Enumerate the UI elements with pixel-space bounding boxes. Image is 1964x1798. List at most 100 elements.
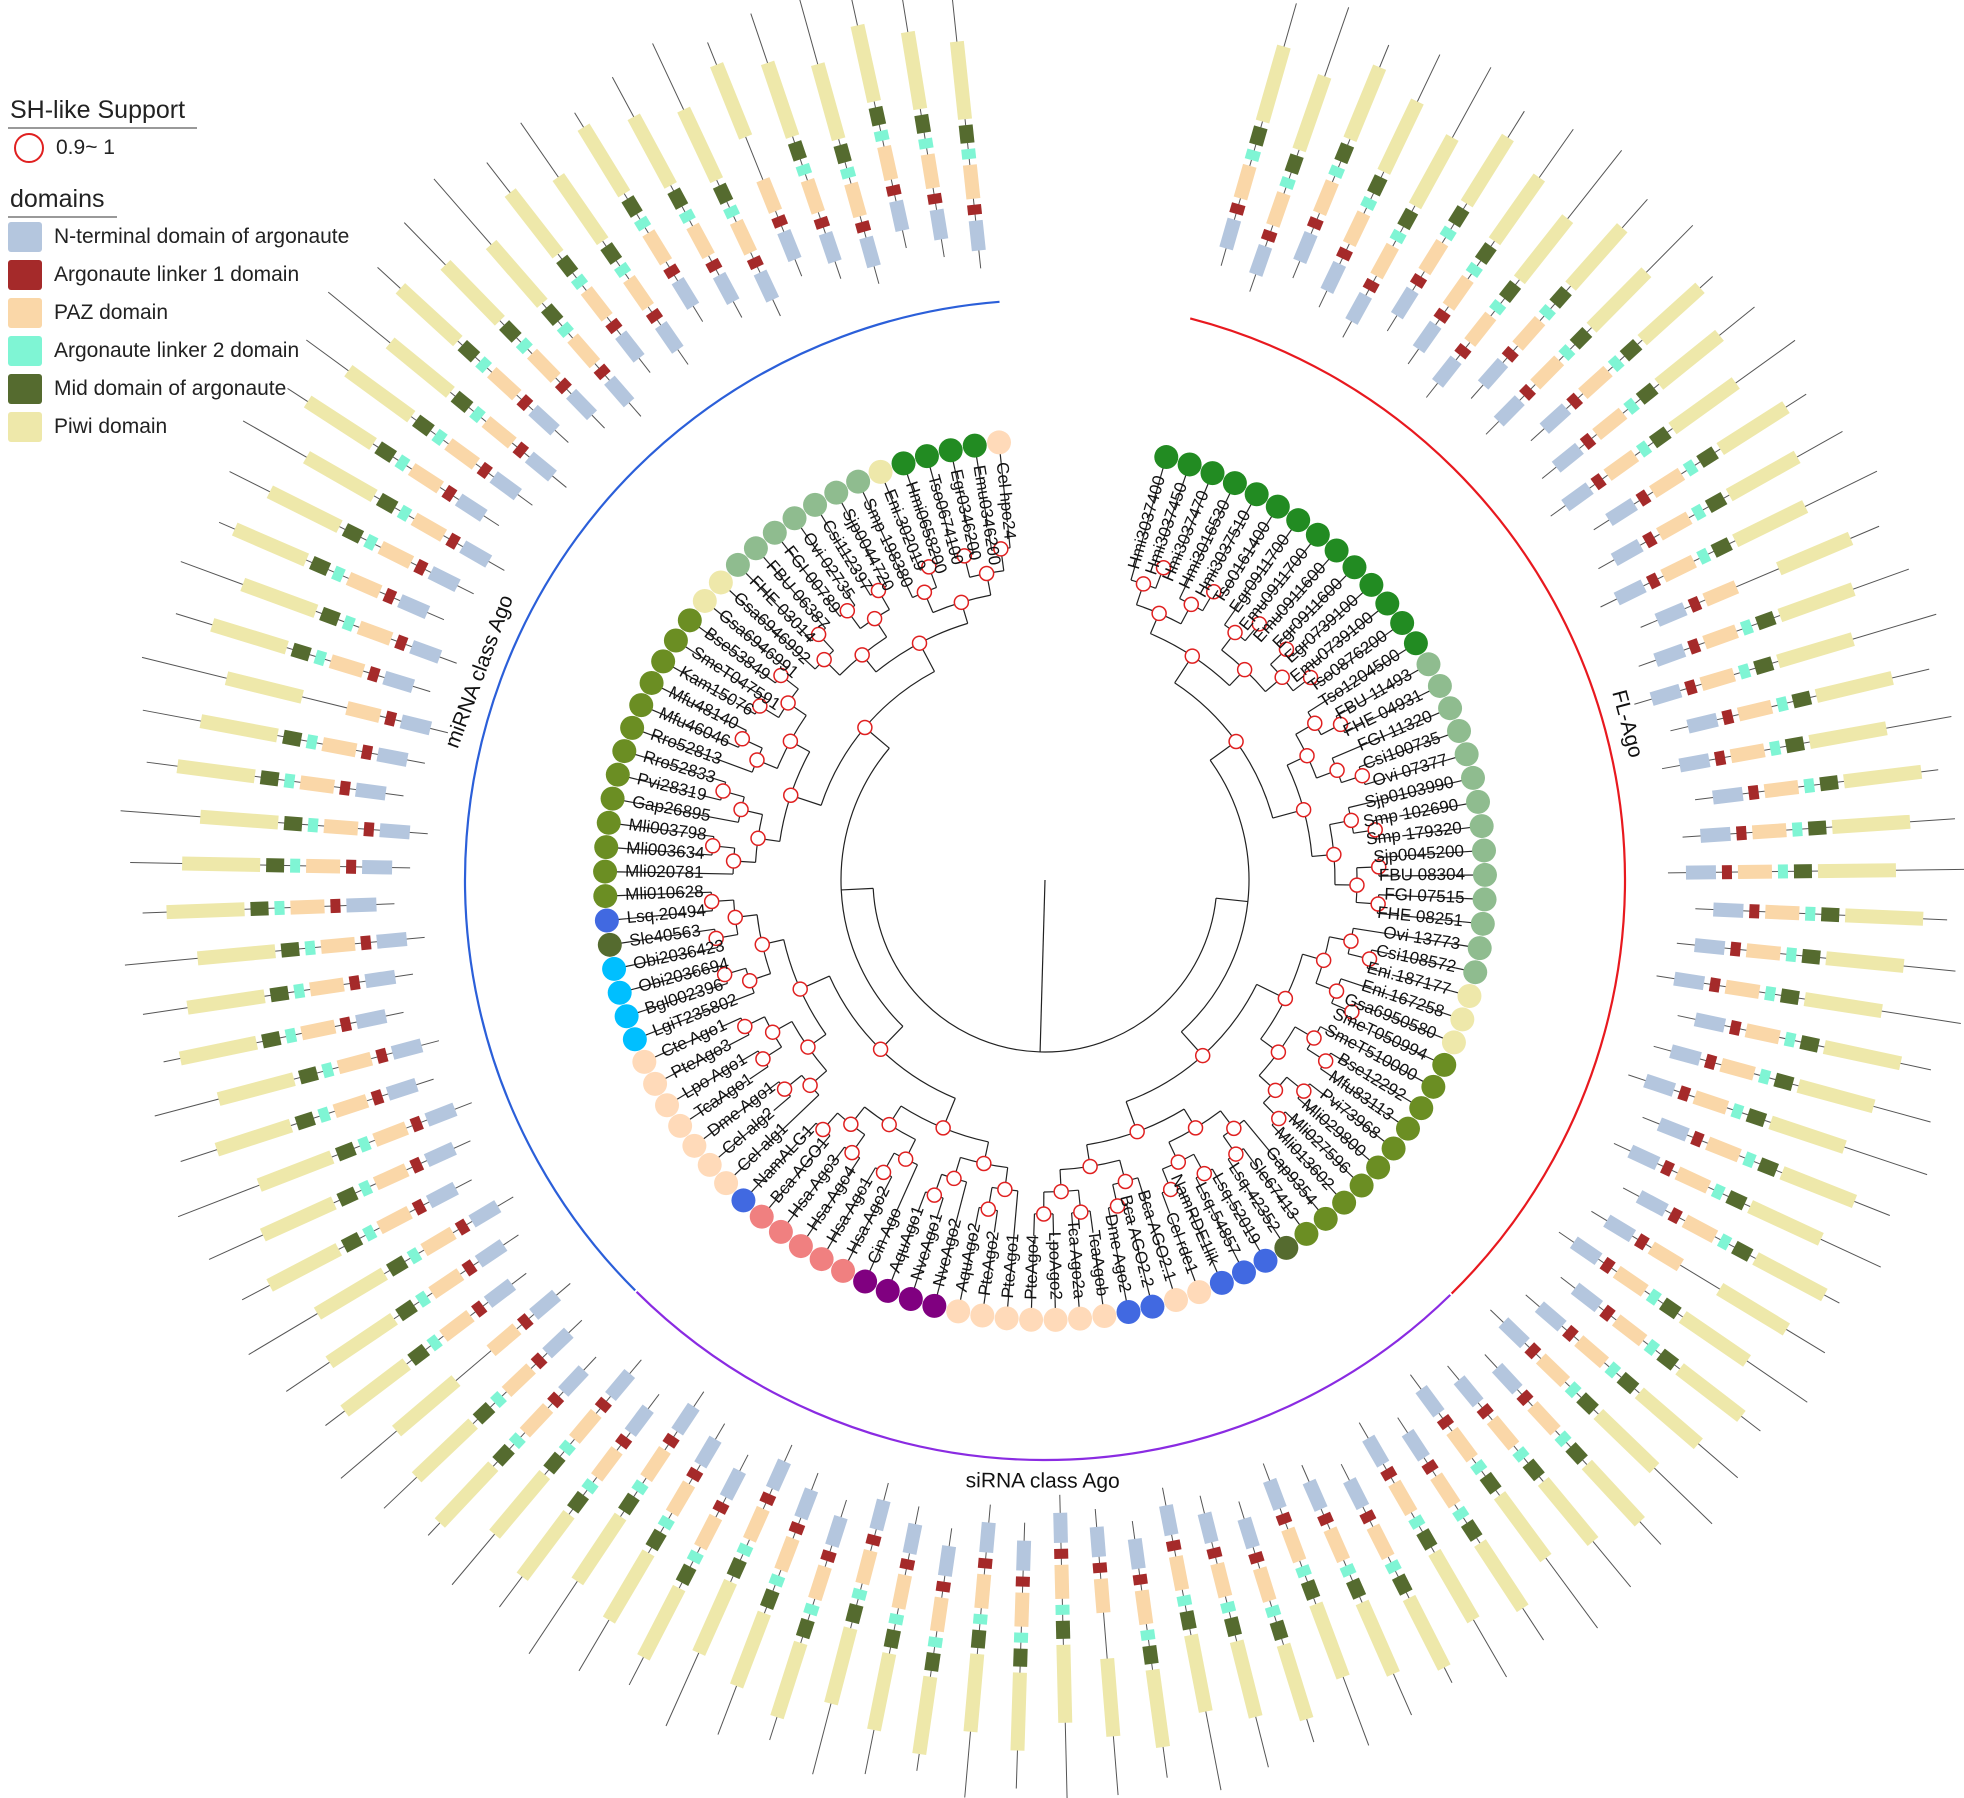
domain-block: [1728, 1020, 1742, 1036]
domain-block: [1362, 1434, 1390, 1468]
domain-block: [665, 1480, 696, 1517]
domain-block: [654, 321, 684, 354]
taxon-dot: [1140, 1294, 1165, 1319]
domain-block: [1210, 1561, 1233, 1599]
domain-block: [1564, 1381, 1582, 1399]
domain-block: [1696, 446, 1719, 468]
tree-branch: [872, 1208, 899, 1264]
domain-block: [770, 1640, 808, 1720]
tree-branch: [977, 465, 989, 525]
domain-block: [476, 461, 493, 480]
domain-block: [1791, 822, 1803, 837]
domain-block: [391, 1375, 461, 1437]
domain-legend-label: Piwi domain: [54, 415, 168, 438]
domain-block: [372, 1121, 410, 1147]
domain-block: [1233, 163, 1257, 201]
clade-arc: [1189, 317, 1627, 1295]
support-node: [946, 1170, 962, 1187]
domain-block: [1776, 531, 1854, 576]
domain-block: [1551, 442, 1584, 473]
tree-branch: [909, 482, 930, 540]
domain-block: [729, 1610, 771, 1689]
domain-block: [1779, 988, 1800, 1006]
support-node: [1274, 669, 1290, 686]
domain-block: [1569, 327, 1593, 350]
domain-block: [1616, 1371, 1640, 1395]
domain-block: [345, 571, 383, 599]
domain-block: [302, 451, 378, 503]
domain-block: [412, 414, 435, 437]
support-node: [703, 893, 720, 910]
tree-branch: [851, 1199, 881, 1254]
tree-branch: [696, 1080, 747, 1116]
domain-block: [305, 734, 319, 750]
domain-block: [1168, 1555, 1190, 1592]
domain-block: [712, 1499, 730, 1515]
tree-branch: [735, 702, 756, 715]
domain-block: [627, 113, 677, 189]
domain-block: [1360, 195, 1378, 211]
domain-block: [558, 1365, 589, 1397]
domain-block: [920, 153, 940, 190]
domain-block: [694, 1513, 723, 1551]
clade-label: siRNA class Ago: [966, 1469, 1120, 1493]
tree-branch: [1362, 1048, 1416, 1078]
taxon-dot: [1381, 1136, 1406, 1161]
tree-branch: [1403, 915, 1463, 923]
tree-branch: [735, 595, 781, 638]
domain-block: [1219, 217, 1242, 251]
domain-block: [642, 229, 673, 266]
domain-block: [962, 164, 981, 200]
taxon-dot: [914, 444, 939, 469]
tree-branch: [1137, 1177, 1153, 1224]
tree-branch: [769, 653, 788, 669]
domain-block: [850, 23, 882, 104]
domain-block: [379, 823, 411, 840]
taxon-dot: [1286, 508, 1311, 533]
domain-block: [1784, 736, 1805, 754]
domain-block: [637, 1584, 686, 1661]
domain-block: [1013, 1648, 1028, 1667]
domain-legend-row: Argonaute linker 1 domain: [8, 256, 428, 294]
support-node: [780, 695, 796, 711]
support-node: [956, 548, 973, 564]
support-node: [875, 1164, 892, 1181]
domain-block: [1535, 1353, 1571, 1388]
domain-legend-label: N-terminal domain of argonaute: [54, 225, 350, 248]
domain-block: [196, 944, 276, 966]
domain-block: [1460, 133, 1514, 208]
tree-branch: [1267, 550, 1306, 598]
tree-branch: [628, 824, 689, 834]
domain-block: [1817, 863, 1897, 879]
support-node: [935, 1120, 951, 1136]
support-node: [1344, 1004, 1360, 1020]
domain-block: [967, 203, 983, 216]
domain-block: [1799, 1035, 1820, 1053]
domain-block: [1729, 743, 1766, 764]
domain-block: [1538, 303, 1556, 321]
support-node: [1251, 616, 1268, 632]
tree-branch: [1070, 1212, 1074, 1235]
domain-block: [1418, 239, 1449, 276]
support-node: [1367, 822, 1383, 838]
support-node: [792, 981, 808, 997]
domain-block: [1016, 1540, 1032, 1571]
domain-block: [1725, 450, 1801, 502]
support-node: [881, 1116, 897, 1133]
domain-block: [1791, 690, 1813, 709]
domain-block: [224, 671, 304, 704]
support-node: [866, 610, 883, 627]
taxon-dot: [994, 1306, 1019, 1331]
tree-branch: [1359, 758, 1381, 768]
domain-block: [1390, 286, 1419, 320]
tree-branch: [683, 1063, 737, 1096]
domain-swatch: [8, 374, 42, 404]
tree-branch: [1297, 581, 1341, 625]
domain-block: [694, 1435, 722, 1469]
taxon-dot: [1409, 1096, 1434, 1121]
domain-block: [1700, 826, 1731, 843]
domain-block: [415, 1290, 432, 1308]
domain-block: [787, 140, 807, 162]
domain-block: [1599, 1256, 1616, 1275]
